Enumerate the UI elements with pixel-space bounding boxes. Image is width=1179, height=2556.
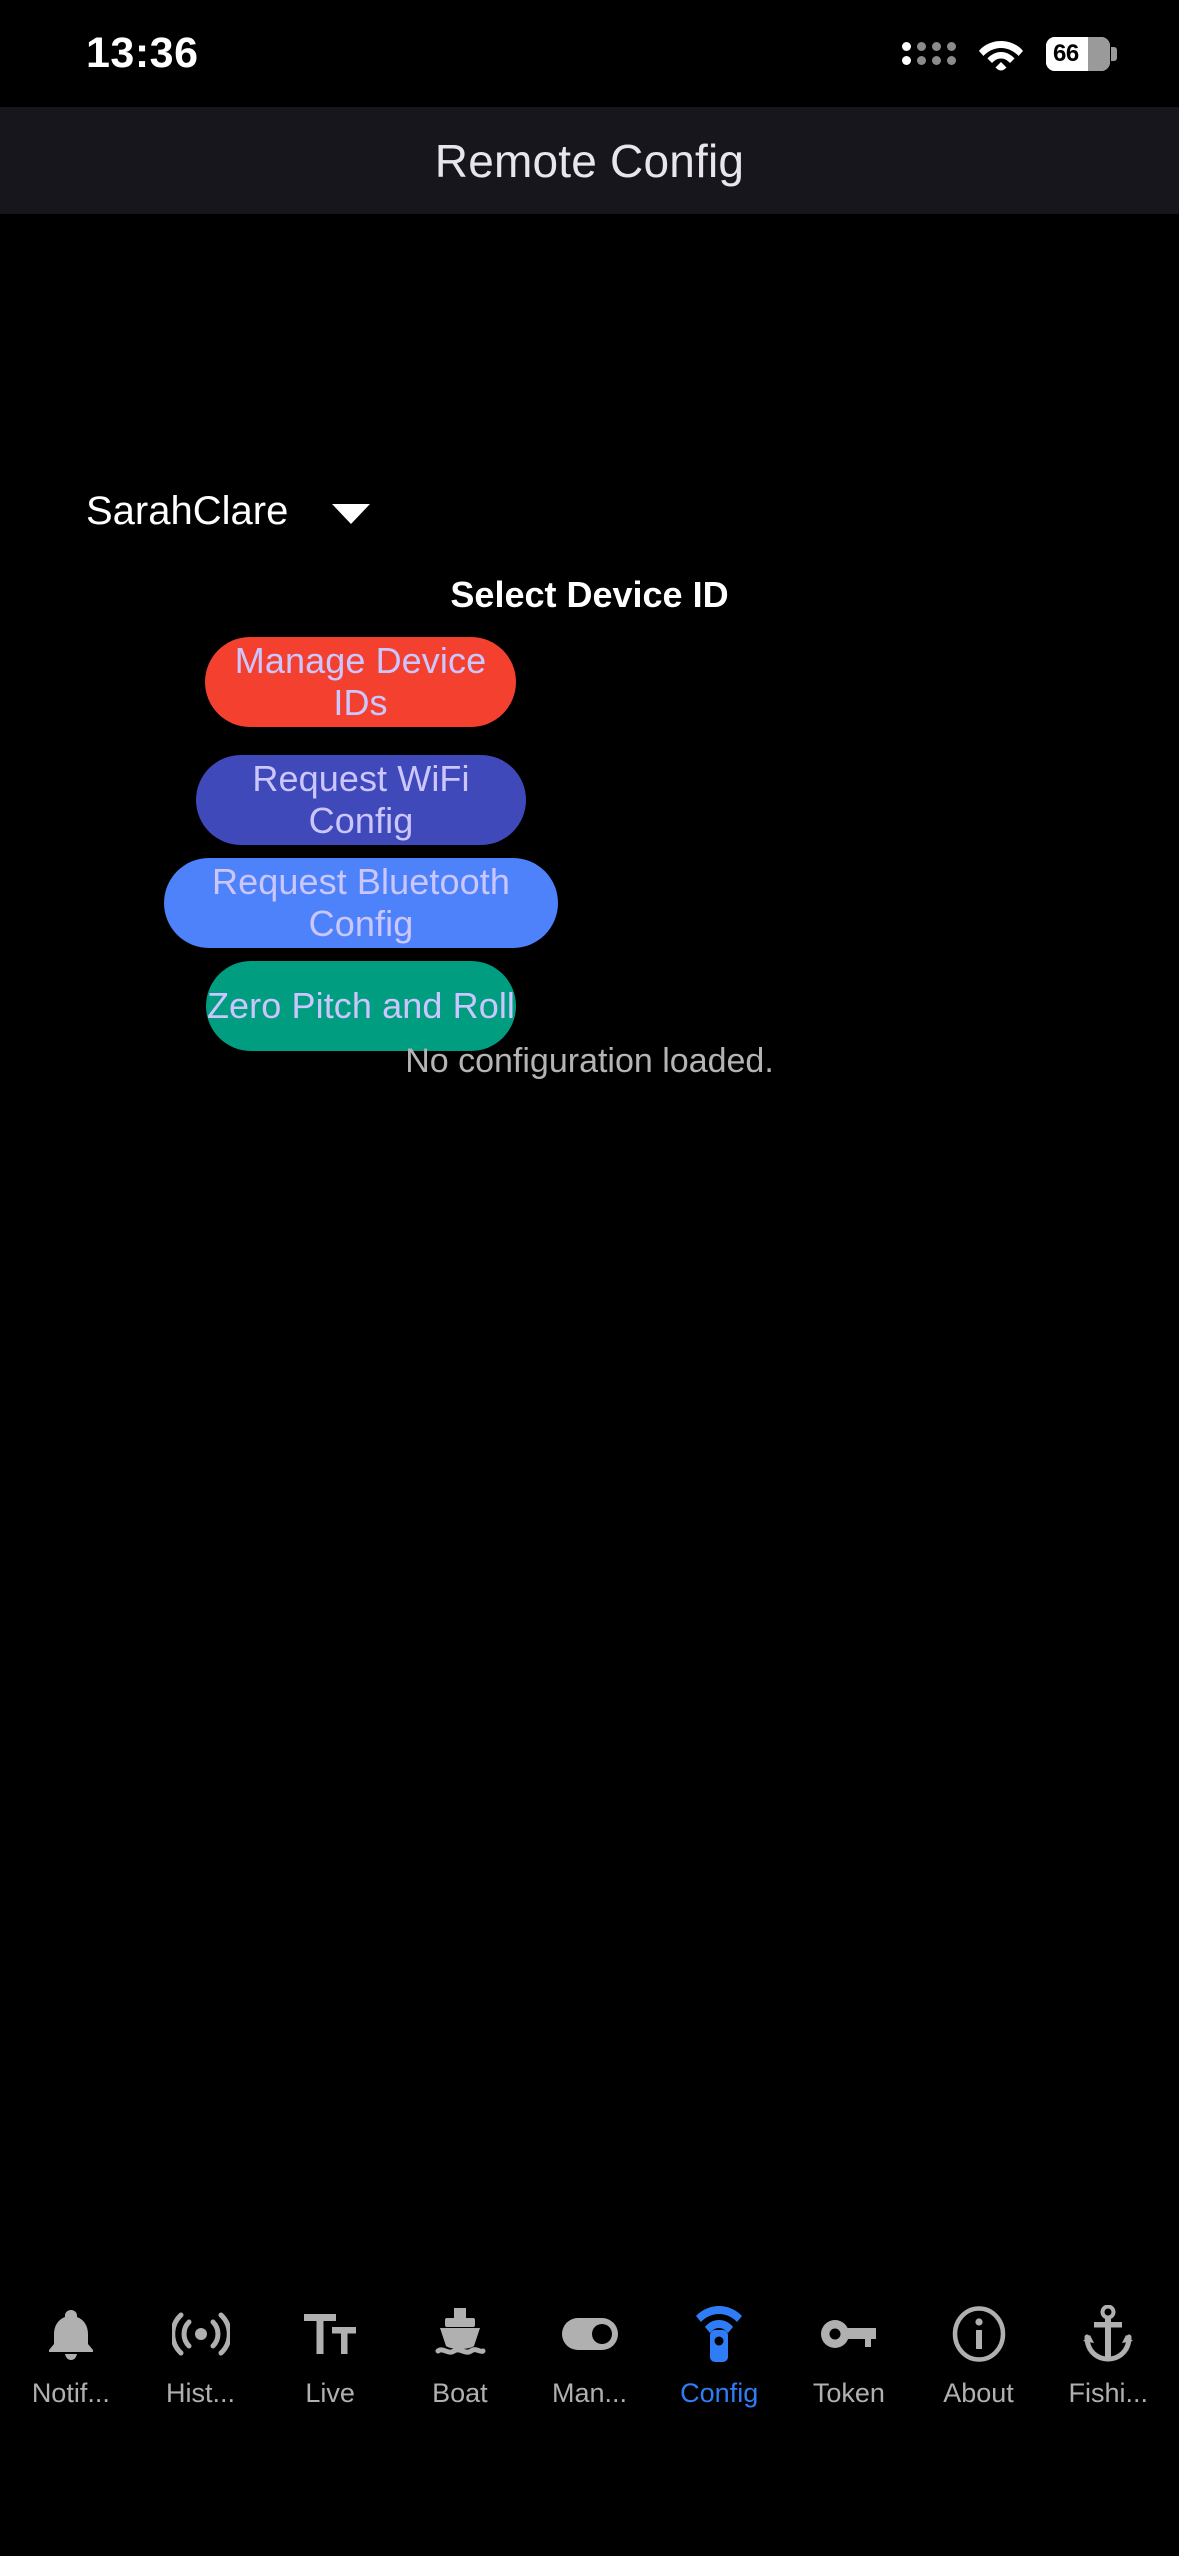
device-id-dropdown-value: SarahClare [86,489,289,533]
nav-item-live[interactable]: Live [265,2304,395,2409]
request-wifi-config-button[interactable]: Request WiFi Config [196,755,526,845]
app-bar: Remote Config [0,107,1179,214]
remote-control-icon [689,2304,749,2364]
status-bar: 13:36 66 [0,0,1179,107]
nav-label: Hist... [166,2378,236,2408]
nav-label: Live [305,2378,355,2408]
nav-item-token[interactable]: Token [784,2304,914,2409]
nav-item-manual[interactable]: Man... [525,2304,655,2409]
nav-label: Config [680,2378,759,2408]
toggle-switch-icon [560,2304,620,2364]
select-device-id-label: Select Device ID [450,574,729,615]
key-icon [819,2304,879,2364]
nav-item-notifications[interactable]: Notif... [6,2304,136,2409]
nav-label: Boat [432,2378,488,2408]
nav-item-config[interactable]: Config [654,2304,784,2409]
battery-icon: 66 [1046,36,1117,71]
zero-pitch-and-roll-button[interactable]: Zero Pitch and Roll [206,961,516,1051]
status-icons: 66 [902,36,1117,71]
nav-item-boat[interactable]: Boat [395,2304,525,2409]
nav-item-about[interactable]: About [914,2304,1044,2409]
nav-label: Fishi... [1068,2378,1148,2408]
chevron-down-icon [332,503,371,524]
bell-icon [41,2304,101,2364]
config-status-text: No configuration loaded. [405,1042,774,1080]
page-title: Remote Config [434,134,745,187]
anchor-icon [1078,2304,1138,2364]
nav-label: Token [812,2378,885,2408]
broadcast-icon [171,2304,231,2364]
manage-device-ids-button[interactable]: Manage Device IDs [205,637,516,727]
info-circle-icon [949,2304,1009,2364]
request-bluetooth-config-button[interactable]: Request Bluetooth Config [164,858,558,948]
nav-item-history[interactable]: Hist... [136,2304,266,2409]
signal-dots-icon [902,42,956,65]
nav-label: Man... [552,2378,628,2408]
nav-label: About [943,2378,1014,2408]
bottom-navigation-bar: Notif... Hist... [0,2266,1179,2556]
main-content: SarahClare Select Device ID Manage Devic… [0,214,1179,2266]
wifi-icon [978,37,1024,71]
device-id-dropdown[interactable]: SarahClare [86,489,371,534]
battery-percent-label: 66 [1053,39,1079,67]
text-format-icon [300,2304,360,2364]
nav-item-fishing[interactable]: Fishi... [1043,2304,1173,2409]
status-time: 13:36 [86,29,199,77]
nav-label: Notif... [31,2378,110,2408]
boat-icon [430,2304,490,2364]
